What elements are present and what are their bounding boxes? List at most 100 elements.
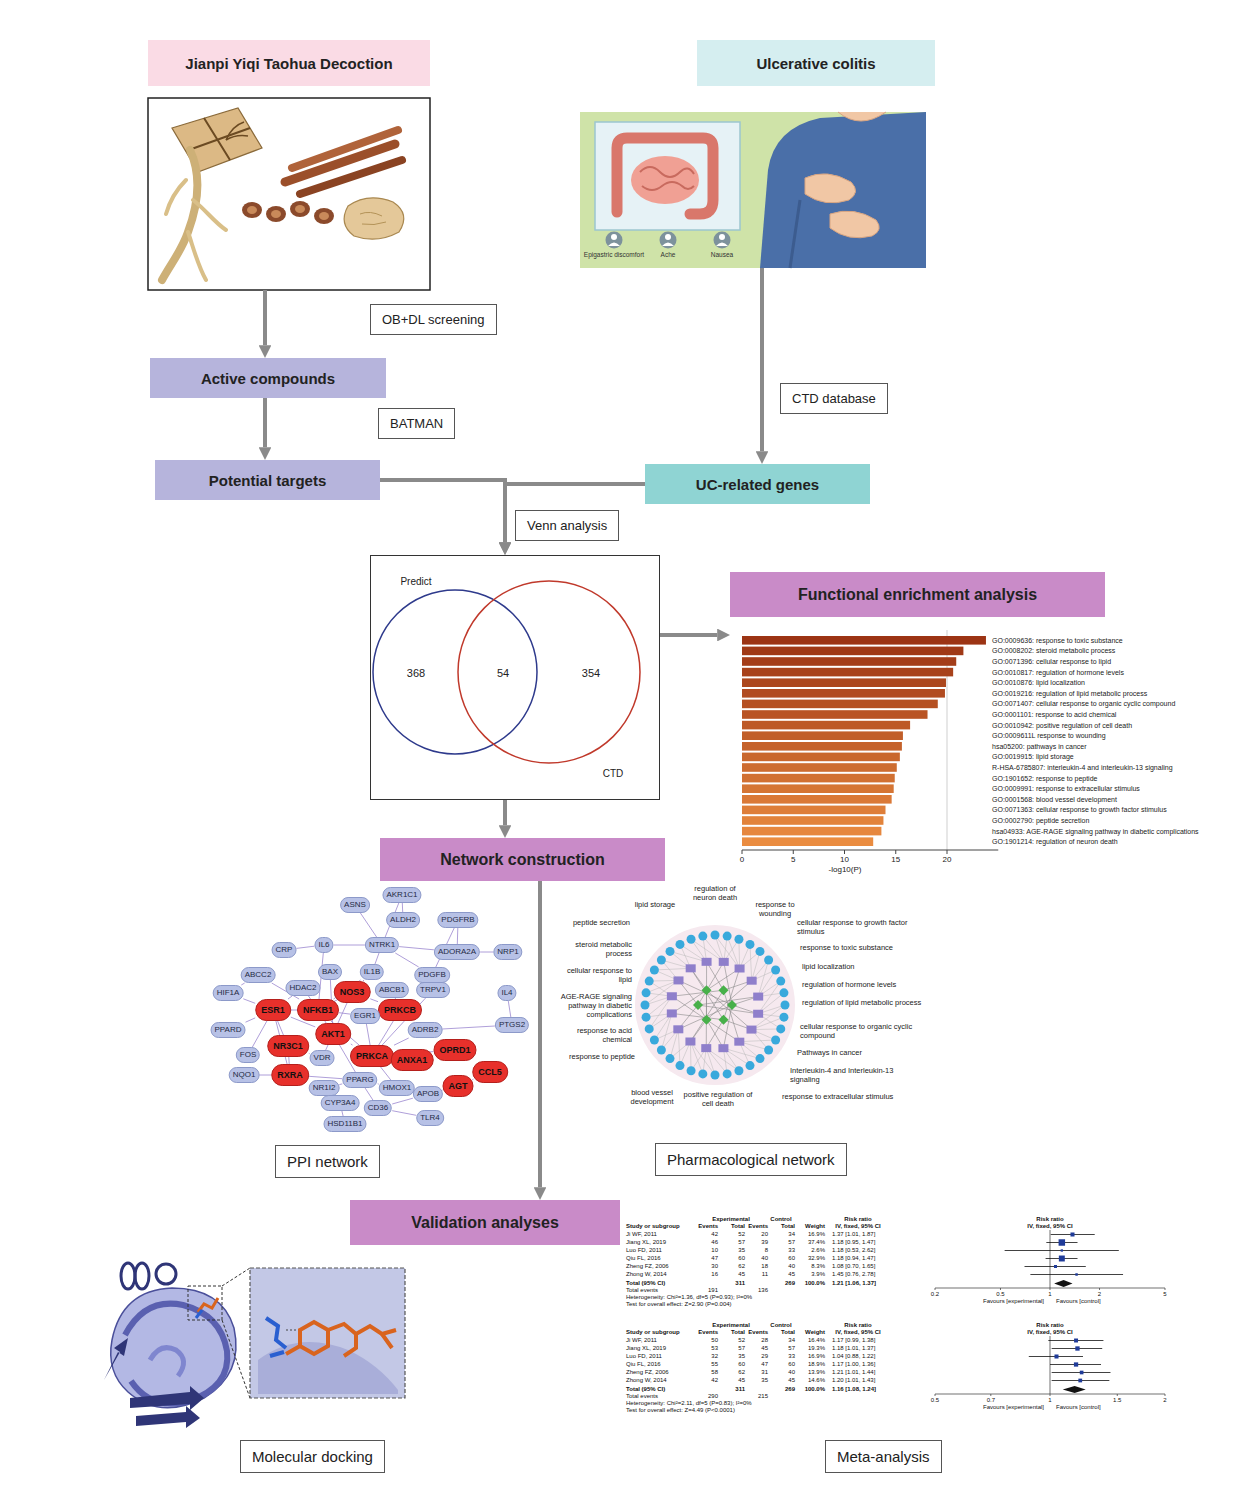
gene-name: NR1I2 xyxy=(313,1083,336,1093)
compound-square xyxy=(702,958,712,966)
target-dot xyxy=(657,1045,666,1054)
label-holder: Weight xyxy=(805,1223,825,1230)
bar-label: GO:0001101: response to acid chemical xyxy=(992,710,1116,719)
label-holder: 29 xyxy=(761,1353,768,1360)
band-title: Network construction xyxy=(440,851,604,869)
label-holder: 1.18 [0.53, 2.62] xyxy=(832,1247,875,1254)
herb-illustration-part xyxy=(292,130,398,168)
target-dot xyxy=(734,935,743,944)
colitis-illustration-part xyxy=(640,167,694,190)
table-header: Total xyxy=(731,1223,745,1230)
label-holder: 2 xyxy=(1098,1291,1101,1298)
label-box: Venn analysis xyxy=(515,510,619,541)
label-holder: positive regulation of cell death xyxy=(682,1090,754,1108)
herb-illustration-part xyxy=(319,212,329,220)
label-holder: 1.21 [1.01, 1.44] xyxy=(832,1369,875,1376)
herb-illustration-part xyxy=(271,210,281,218)
label-holder: 20 xyxy=(761,1231,768,1238)
label-holder: 60 xyxy=(738,1361,745,1368)
docking-illustration-part xyxy=(222,1320,250,1398)
bar-label: GO:0008202: steroid metabolic process xyxy=(992,646,1115,655)
herb-illustration-part xyxy=(172,108,262,172)
label-holder: 1.20 [1.01, 1.43] xyxy=(832,1377,875,1384)
label-holder: 45 xyxy=(738,1377,745,1384)
label-holder: 57 xyxy=(788,1345,795,1352)
bar-label: GO:0019915: lipid storage xyxy=(992,752,1074,761)
axis-tick xyxy=(1000,1288,1001,1290)
table-cell: 35 xyxy=(738,1247,745,1254)
colitis-illustration-part xyxy=(660,232,677,249)
gene-node: ADORA2A xyxy=(434,944,480,960)
herb-illustration-part xyxy=(295,205,305,213)
flow-arrow xyxy=(505,484,645,542)
axis-tick xyxy=(844,850,845,854)
venn-circles xyxy=(373,581,640,763)
enrichment-bar xyxy=(742,827,881,836)
interaction-line xyxy=(375,953,379,964)
hub-gene-node: RXRA xyxy=(271,1064,309,1086)
axis-tick xyxy=(1117,1394,1118,1396)
gene-name: AKR1C1 xyxy=(386,890,417,900)
docking-illustration-part xyxy=(196,1310,202,1318)
network-link xyxy=(758,960,768,997)
label-holder: Ji WF, 2011 xyxy=(626,1231,657,1238)
compound-square xyxy=(674,976,684,984)
label-holder: 45 xyxy=(788,1271,795,1278)
label-holder: 1.18 [1.01, 1.37] xyxy=(832,1345,875,1352)
venn-label-holder: 54 xyxy=(497,667,509,679)
label-holder: 47 xyxy=(761,1361,768,1368)
label-holder: Events xyxy=(748,1329,768,1336)
network-link xyxy=(723,1005,732,1048)
label-holder: 57 xyxy=(738,1345,745,1352)
axis-note: Favours [experimental] xyxy=(983,1298,1044,1305)
table-header: Events xyxy=(698,1223,718,1230)
band-title: Potential targets xyxy=(209,472,327,489)
label-holder: Study or subgroup xyxy=(626,1329,680,1336)
label-holder: 136 xyxy=(758,1287,768,1294)
label-holder: blood vessel development xyxy=(619,1088,685,1106)
network-link xyxy=(698,962,724,1005)
label-holder: 34 xyxy=(788,1337,795,1344)
flow-arrow xyxy=(380,480,505,542)
gene-name: OPRD1 xyxy=(439,1045,470,1055)
label-holder: Heterogeneity: Chi²=1.36, df=5 (P=0.93);… xyxy=(626,1294,752,1301)
herb-illustration-part xyxy=(360,212,386,224)
label-holder: 5 xyxy=(791,855,795,864)
gene-name: IL4 xyxy=(501,988,512,998)
axis-tick xyxy=(1165,1288,1166,1290)
target-dot xyxy=(687,1066,696,1075)
docking-illustration xyxy=(104,1263,405,1428)
gene-node: NR1I2 xyxy=(309,1080,340,1096)
bar-label: GO:0010876: lipid localization xyxy=(992,678,1085,687)
label-holder: lipid localization xyxy=(802,962,927,971)
hub-gene-node: ANXA1 xyxy=(391,1049,434,1071)
label-holder: 58 xyxy=(711,1369,718,1376)
label-holder: GO:0008202: steroid metabolic process xyxy=(992,646,1115,655)
interaction-line xyxy=(395,953,418,967)
table-cell: Zhong W, 2014 xyxy=(626,1377,667,1384)
table-cell: 47 xyxy=(711,1255,718,1262)
label-holder: Favours [experimental] xyxy=(983,1404,1044,1411)
enrichment-bar xyxy=(742,753,900,762)
label-holder: GO:0009611L response to wounding xyxy=(992,731,1106,740)
label-holder: Study or subgroup xyxy=(626,1223,680,1230)
table-cell: 1.16 [1.08, 1.24] xyxy=(832,1386,876,1393)
label-holder: 2.6% xyxy=(811,1247,825,1254)
enrichment-bar xyxy=(742,668,953,677)
interaction-line xyxy=(351,1044,353,1045)
herb-illustration-part xyxy=(247,206,257,214)
table-cell: 42 xyxy=(711,1231,718,1238)
table-cell: 1.18 [0.94, 1.47] xyxy=(832,1255,875,1262)
table-cell: Luo FD, 2011 xyxy=(626,1353,662,1360)
hub-gene-node: NR3C1 xyxy=(267,1035,309,1057)
enrichment-bar xyxy=(742,689,945,698)
gene-node: ASNS xyxy=(340,897,370,913)
colitis-illustration-part xyxy=(790,200,800,268)
table-cell: 2.6% xyxy=(811,1247,825,1254)
label-holder: response to extracellular stimulus xyxy=(782,1092,907,1101)
table-cell: 8.3% xyxy=(811,1263,825,1270)
venn-label-holder: CTD xyxy=(603,768,624,779)
enrichment-bar xyxy=(742,784,894,793)
